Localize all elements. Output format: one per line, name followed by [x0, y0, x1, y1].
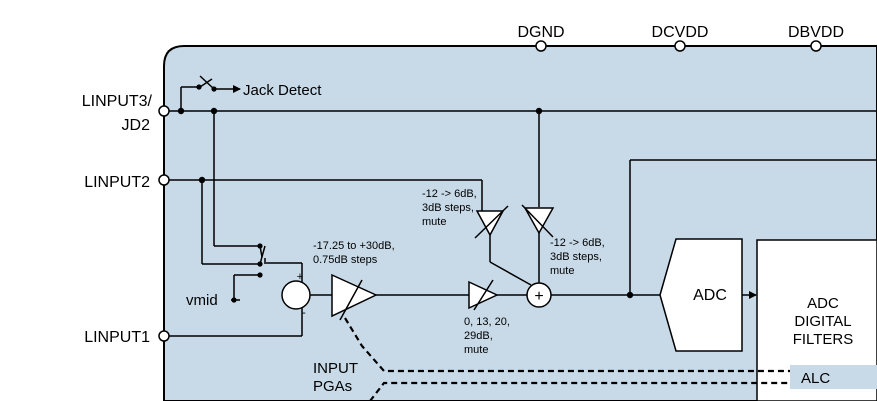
jack-detect-label: Jack Detect — [243, 82, 322, 99]
linput1-label: LINPUT1 — [84, 329, 150, 346]
linput2-label: LINPUT2 — [84, 174, 150, 191]
dcvdd-pin — [674, 40, 686, 52]
input-summing-node — [281, 280, 311, 310]
boost-gain-line1: 0, 13, 20, — [464, 316, 510, 328]
wires — [169, 78, 877, 337]
alc-label-bg — [790, 365, 877, 389]
input-pgas-line1: INPUT — [313, 360, 358, 377]
linput3-boost-line2: 3dB steps, — [550, 251, 602, 263]
dbvdd-pin — [810, 40, 822, 52]
dcvdd-label: DCVDD — [652, 24, 709, 41]
boost-gain-line3: mute — [464, 344, 488, 356]
adc-filters-line1: ADC — [807, 295, 839, 312]
minus-label: - — [302, 307, 306, 319]
input-pgas-line2: PGAs — [313, 378, 352, 395]
adc-label: ADC — [693, 287, 727, 304]
linput3-boost-arrow — [521, 204, 554, 238]
linput3-boost-line3: mute — [550, 265, 574, 277]
linput3-label-line2: JD2 — [122, 117, 151, 134]
linput3-pin — [158, 105, 170, 117]
jack-detect-switch — [199, 75, 215, 90]
alc-label: ALC — [801, 370, 830, 387]
dgnd-pin — [535, 40, 547, 52]
linput2-pin — [158, 174, 170, 186]
linput3-label-line1: LINPUT3/ — [82, 93, 153, 110]
linput2-boost-arrow — [474, 205, 509, 239]
mixer-plus-label: + — [534, 288, 543, 305]
vmid-label: vmid — [186, 292, 218, 309]
linput1-pin — [158, 330, 170, 342]
pga-gain-label-line1: -17.25 to +30dB, — [313, 240, 395, 252]
alc-control-lines — [344, 317, 790, 401]
dbvdd-label: DBVDD — [788, 24, 844, 41]
boost-variable-arrow — [473, 279, 494, 311]
linput2-boost-line3: mute — [422, 216, 446, 228]
linput2-boost-line1: -12 -> 6dB, — [422, 188, 477, 200]
pga-input-select-switch — [259, 245, 266, 265]
supply-pins: DGND DCVDD DBVDD — [517, 24, 844, 52]
dgnd-label: DGND — [517, 24, 564, 41]
plus-label: + — [297, 271, 303, 283]
boost-gain-line2: 29dB, — [464, 330, 493, 342]
boost-mixer-sum — [526, 282, 552, 308]
pga-variable-arrow — [339, 279, 363, 321]
pga-gain-label-line2: 0.75dB steps — [313, 254, 378, 266]
linput3-boost-line1: -12 -> 6dB, — [550, 237, 605, 249]
adc-filters-line2: DIGITAL — [794, 313, 851, 330]
adc-filters-line3: FILTERS — [793, 331, 854, 348]
adc-block — [659, 238, 743, 352]
linput2-boost-line2: 3dB steps, — [422, 202, 474, 214]
